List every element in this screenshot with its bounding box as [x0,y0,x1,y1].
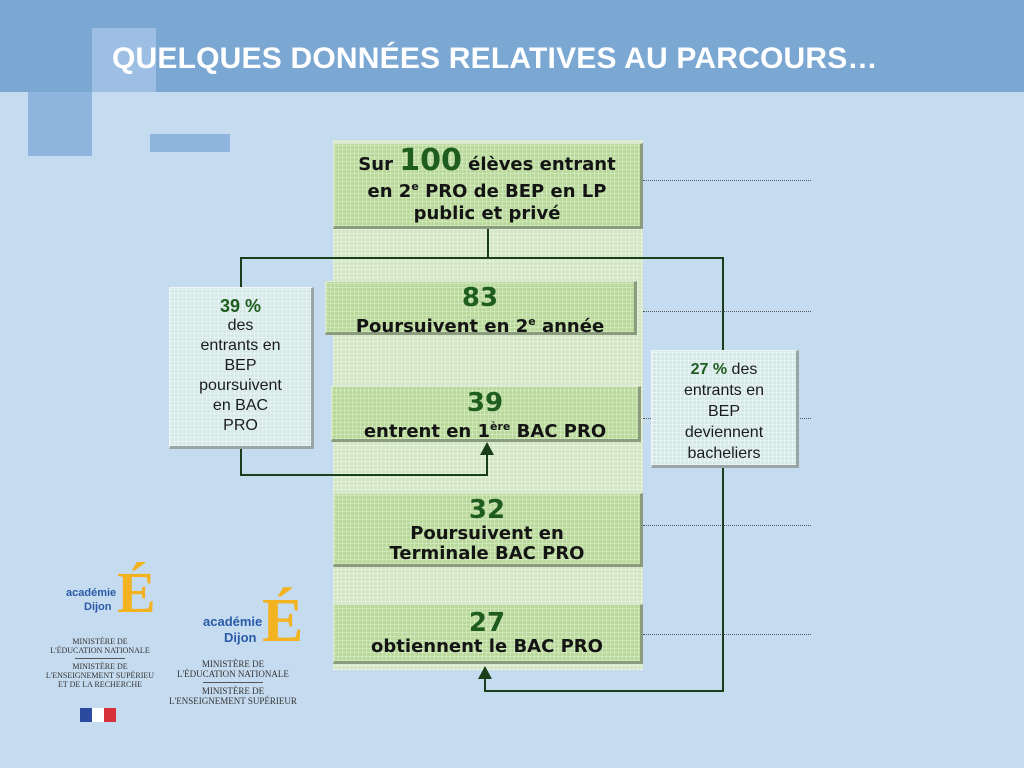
logo-city-label: Dijon [84,601,112,613]
connector-line [722,468,724,692]
side-note-line: PRO [223,417,258,434]
box-sup: e [528,315,536,328]
logo-academie-label: académie [203,614,263,629]
logo-academie-label: académie [66,587,117,599]
side-note-percent: 39 % [219,296,262,316]
logo-e-icon: É [117,560,156,625]
side-note-line: des [227,317,254,334]
side-note-line: poursuivent [199,377,282,394]
box-text: public et privé [413,203,561,224]
connector-line [487,229,489,259]
box-number: 83 [461,283,499,313]
box-text: Terminale BAC PRO [389,543,585,564]
flow-box-second-year: 83 Poursuivent en 2e année [325,281,637,337]
logo-ministry-text: MINISTÈRE DE L'ÉDUCATION NATIONALE MINIS… [45,637,155,689]
arrow-head-icon [480,442,494,455]
logo-e-icon: É [262,587,304,655]
side-note-right: 27 % des entrants en BEP deviennent bach… [651,350,799,468]
decor-square [28,92,92,156]
decor-bar [150,134,230,152]
side-note-line: deviennent [684,424,764,441]
flow-box-obtain-bac: 27 obtiennent le BAC PRO [333,604,643,664]
side-note-line: des [727,361,758,378]
box-text: entrent en 1 [363,421,491,442]
box-number: 27 [468,608,506,638]
connector-line [240,449,242,475]
box-text: Poursuivent en [410,523,564,544]
box-text: PRO de BEP en LP [418,181,607,202]
flow-box-entrants: Sur 100 élèves entrant en 2e PRO de BEP … [333,143,643,229]
slide-title: QUELQUES DONNÉES RELATIVES AU PARCOURS… [112,42,878,75]
box-number: 100 [399,143,462,178]
box-number: 39 [466,388,504,418]
side-note-line: entrants en [200,337,281,354]
box-sup: e [411,180,419,193]
box-text: élèves entrant [461,154,616,175]
guide-line [643,311,811,312]
side-note-line: BEP [707,403,740,420]
box-text: année [535,316,605,337]
connector-line [240,257,724,259]
box-sup: ère [490,420,511,433]
side-note-left: 39 % des entrants en BEP poursuivent en … [169,287,314,449]
box-text: Sur [358,154,400,175]
box-number: 32 [468,495,506,525]
flow-box-terminale: 32 Poursuivent en Terminale BAC PRO [333,493,643,567]
side-note-line: bacheliers [687,445,761,462]
arrow-head-icon [478,666,492,679]
connector-line [484,690,724,692]
logo-city-label: Dijon [224,630,257,645]
connector-line [484,676,486,692]
logo-ministry-text: MINISTÈRE DE L'ÉDUCATION NATIONALE MINIS… [169,659,297,706]
box-text: en 2 [367,181,412,202]
box-text: BAC PRO [510,421,607,442]
flow-box-first-bac: 39 entrent en 1ère BAC PRO [331,386,641,442]
box-text: Poursuivent en 2 [355,316,529,337]
side-note-line: entrants en [683,382,765,399]
decor-square [92,28,156,92]
connector-line [486,452,488,475]
connector-line [240,257,242,287]
side-note-line: en BAC [212,397,269,414]
side-note-percent: 27 % [690,361,728,378]
header-band [0,0,1024,92]
side-note-line: BEP [224,357,257,374]
guide-line [643,180,811,181]
guide-line [643,525,811,526]
box-text: obtiennent le BAC PRO [371,636,603,657]
connector-line [240,474,488,476]
connector-line [722,257,724,350]
flag-icon [80,708,116,722]
guide-line [643,634,811,635]
